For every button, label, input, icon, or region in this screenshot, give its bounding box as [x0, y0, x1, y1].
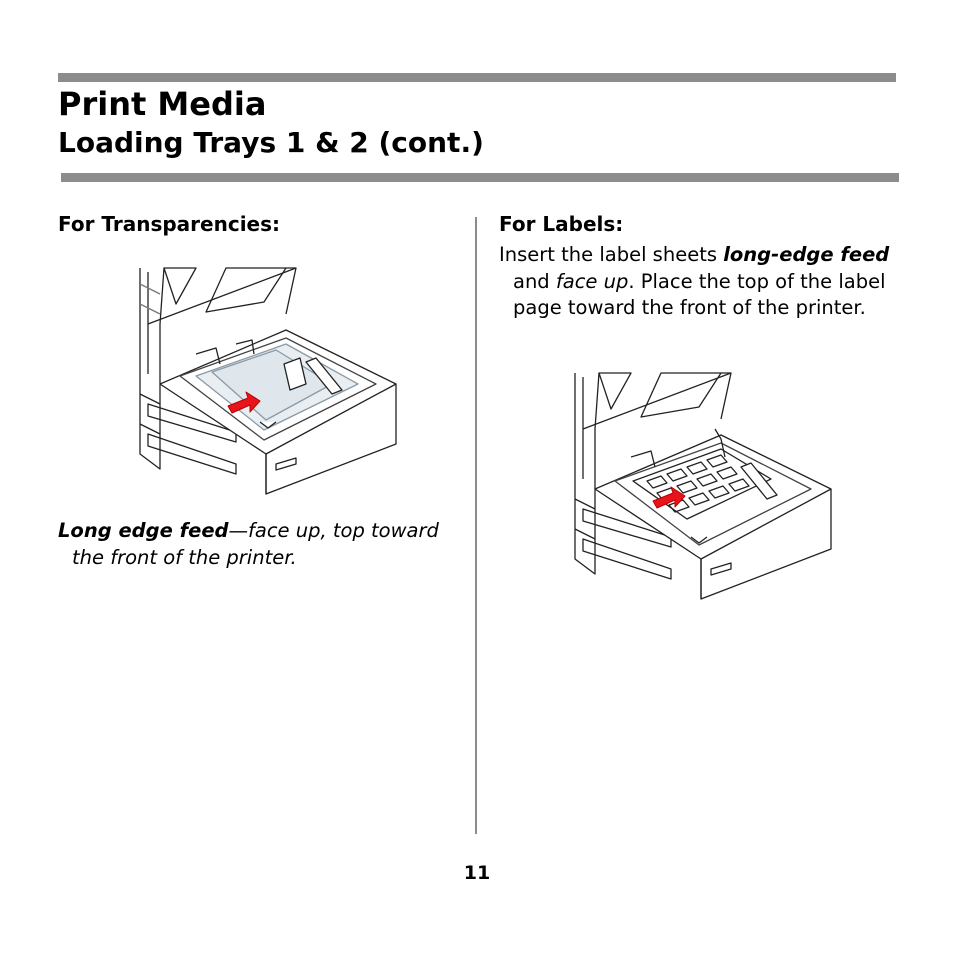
page-title: Print Media: [58, 85, 267, 123]
header-bottom-rule: [61, 173, 899, 182]
page-number: 11: [463, 862, 491, 884]
transparencies-caption: Long edge feed—face up, top toward the f…: [58, 518, 452, 571]
caption-rest: —face up, top toward the front of the pr…: [72, 519, 439, 569]
labels-emphasis-2: face up: [555, 269, 629, 293]
tray-labels-loading-illustration: [571, 369, 835, 601]
labels-emphasis-1: long-edge feed: [723, 243, 890, 266]
labels-text-2: and: [513, 269, 556, 293]
labels-instructions: Insert the label sheets long-edge feed a…: [499, 242, 908, 322]
tray-transparency-loading-illustration: [136, 264, 400, 496]
caption-emphasis: Long edge feed: [58, 519, 229, 542]
transparencies-heading: For Transparencies:: [58, 212, 281, 236]
header-top-rule: [58, 73, 896, 82]
page-subtitle: Loading Trays 1 & 2 (cont.): [58, 126, 484, 159]
labels-heading: For Labels:: [499, 212, 624, 236]
column-divider: [475, 217, 477, 834]
labels-text-1: Insert the label sheets: [499, 243, 724, 266]
labels-text-3: . Place the top of the label page toward…: [513, 269, 886, 320]
